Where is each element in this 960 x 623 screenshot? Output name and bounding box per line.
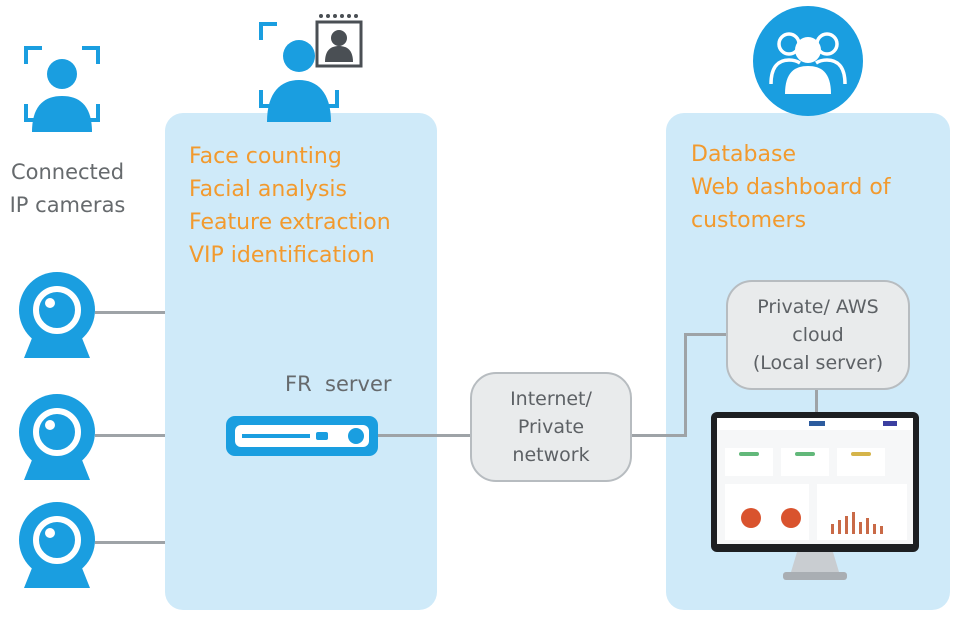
cloud-box: Private/ AWS cloud (Local server) [726, 280, 910, 390]
fr-server-panel [165, 113, 437, 610]
cloud-features: Database Web dashboard of customers [691, 138, 891, 237]
face-scan-icon [24, 46, 100, 132]
dashboard-monitor-icon [711, 412, 919, 580]
cloud-line2: cloud [792, 324, 844, 346]
cameras-title: Connected IP cameras [0, 156, 135, 222]
webcam-icon [19, 502, 95, 588]
cloud-line1: Private/ AWS [757, 296, 879, 318]
network-box: Internet/ Private network [470, 372, 632, 482]
connector-cam2-h [95, 434, 230, 437]
cameras-title-line2: IP cameras [9, 193, 126, 217]
cameras-title-line1: Connected [10, 160, 125, 184]
feature-web-dashboard: Web dashboard of [691, 175, 891, 200]
server-icon [226, 416, 378, 456]
connector-server-network [375, 434, 472, 437]
feature-facial-analysis: Facial analysis [189, 177, 347, 202]
feature-database: Database [691, 142, 796, 167]
network-line1: Internet/ [510, 388, 592, 410]
feature-vip-identification: VIP identification [189, 243, 375, 268]
users-group-icon [753, 6, 863, 116]
network-line3: network [512, 444, 590, 466]
connector-cloud-monitor [815, 386, 818, 416]
connector-network-cloud-h1 [628, 434, 686, 437]
server-label: FR server [285, 372, 392, 396]
connector-network-cloud-h2 [684, 333, 728, 336]
cloud-line3: (Local server) [752, 352, 884, 374]
feature-customers: customers [691, 208, 807, 233]
face-scan-id-card-icon [259, 14, 363, 122]
server-features: Face counting Facial analysis Feature ex… [189, 140, 391, 272]
webcam-icon [19, 394, 95, 480]
webcam-icon [19, 272, 95, 358]
feature-extraction: Feature extraction [189, 210, 391, 235]
network-line2: Private [517, 416, 585, 438]
connector-network-cloud-v [684, 333, 687, 437]
feature-face-counting: Face counting [189, 144, 342, 169]
